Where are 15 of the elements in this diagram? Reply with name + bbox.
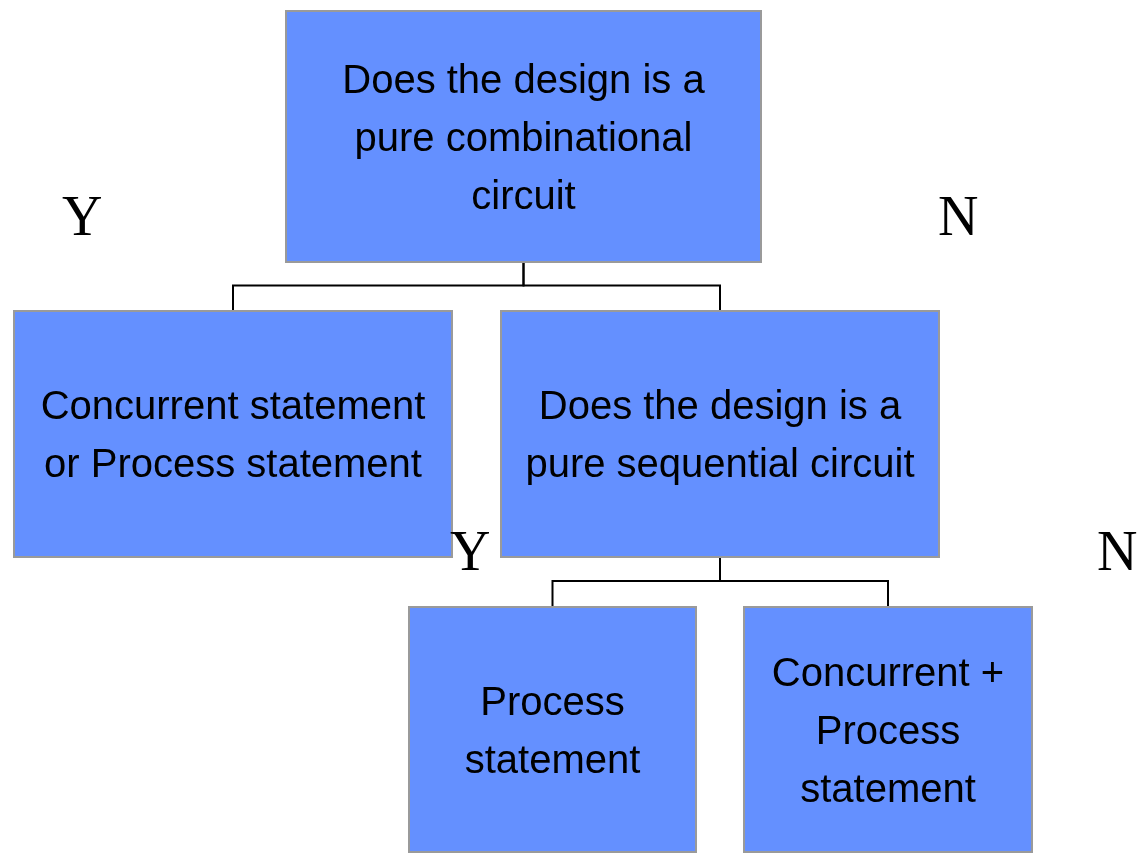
box-text: Concurrent statement or Process statement [39,382,427,487]
box-text: Process statement [463,677,642,783]
result-box [743,606,1033,853]
decision-box [285,10,762,263]
box-text: Does the design is a pure combinational circuit [341,55,706,219]
branch-label: Y [62,188,103,244]
decision-box [500,310,940,558]
branch-label: N [938,188,979,244]
connector-line [719,557,889,607]
result-box [408,606,697,853]
connector-line [522,262,721,311]
box-text: Does the design is a pure sequential circuit [524,382,916,487]
branch-label: Y [450,523,491,579]
branch-label: N [1097,523,1138,579]
box-text: Concurrent + Process statement [770,648,1006,812]
